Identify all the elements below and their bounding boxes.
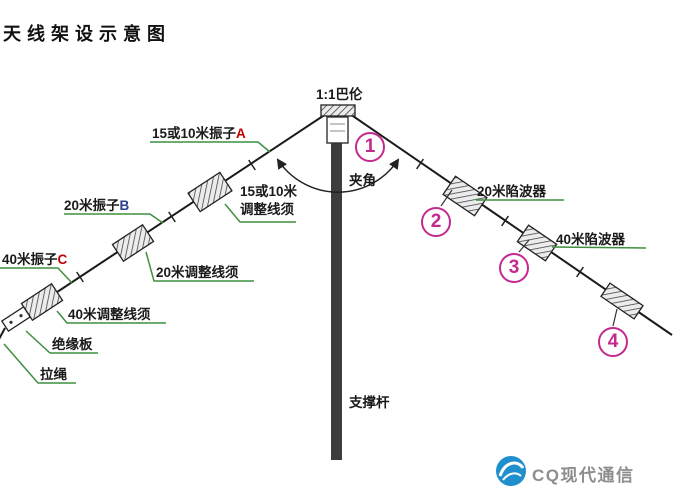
- adjust-wire-40-label: 40米调整线须: [68, 307, 151, 322]
- support-pole: [331, 142, 342, 460]
- adjust-wire-20-label: 20米调整线须: [156, 265, 239, 280]
- insulator-board-label: 绝缘板: [52, 337, 93, 352]
- left-trap-box-15-10m: [187, 171, 233, 213]
- right-end-element-box: [600, 282, 644, 320]
- element-c-suffix: C: [57, 252, 68, 267]
- balun: [320, 104, 356, 144]
- adjust-wire-15-line1: 15或10米: [240, 184, 298, 199]
- marker-connector-lines: [440, 189, 618, 327]
- element-b-suffix: B: [119, 198, 130, 213]
- insulator-board: [0, 305, 32, 333]
- element-c-label: 40米振子C: [2, 251, 67, 269]
- element-a-suffix: A: [236, 126, 246, 141]
- included-angle-arc: [276, 158, 400, 193]
- element-a-text: 15或10米振子: [152, 126, 237, 141]
- marker-3: 3: [499, 253, 529, 283]
- label-leader-lines: [0, 141, 647, 384]
- marker-4: 4: [598, 327, 628, 357]
- left-trap-box-20m: [111, 223, 155, 263]
- trap-20-label: 20米陷波器: [477, 184, 547, 199]
- element-b-text: 20米振子: [64, 198, 120, 213]
- marker-1: 1: [355, 132, 385, 162]
- right-trap-box-40m: [516, 224, 558, 262]
- balun-label: 1:1巴伦: [316, 87, 363, 102]
- element-a-label: 15或10米振子A: [152, 125, 246, 143]
- marker-2: 2: [421, 207, 451, 237]
- page-title: 天线架设示意图: [3, 24, 171, 44]
- guy-rope-line: [0, 327, 6, 340]
- included-angle-label: 夹角: [349, 173, 376, 188]
- element-b-label: 20米振子B: [64, 197, 129, 215]
- element-c-text: 40米振子: [2, 252, 58, 267]
- brand-logo: [496, 456, 526, 486]
- rope-label: 拉绳: [40, 367, 67, 382]
- brand-text: CQ现代通信: [532, 466, 635, 485]
- right-trap-box-20m: [442, 175, 488, 217]
- adjust-wire-15-label: 15或10米 调整线须: [240, 183, 297, 219]
- wire-insulator-ticks: [76, 158, 584, 283]
- support-pole-label: 支撑杆: [349, 395, 390, 410]
- adjust-wire-15-line2: 调整线须: [240, 202, 294, 218]
- trap-40-label: 40米陷波器: [556, 232, 626, 247]
